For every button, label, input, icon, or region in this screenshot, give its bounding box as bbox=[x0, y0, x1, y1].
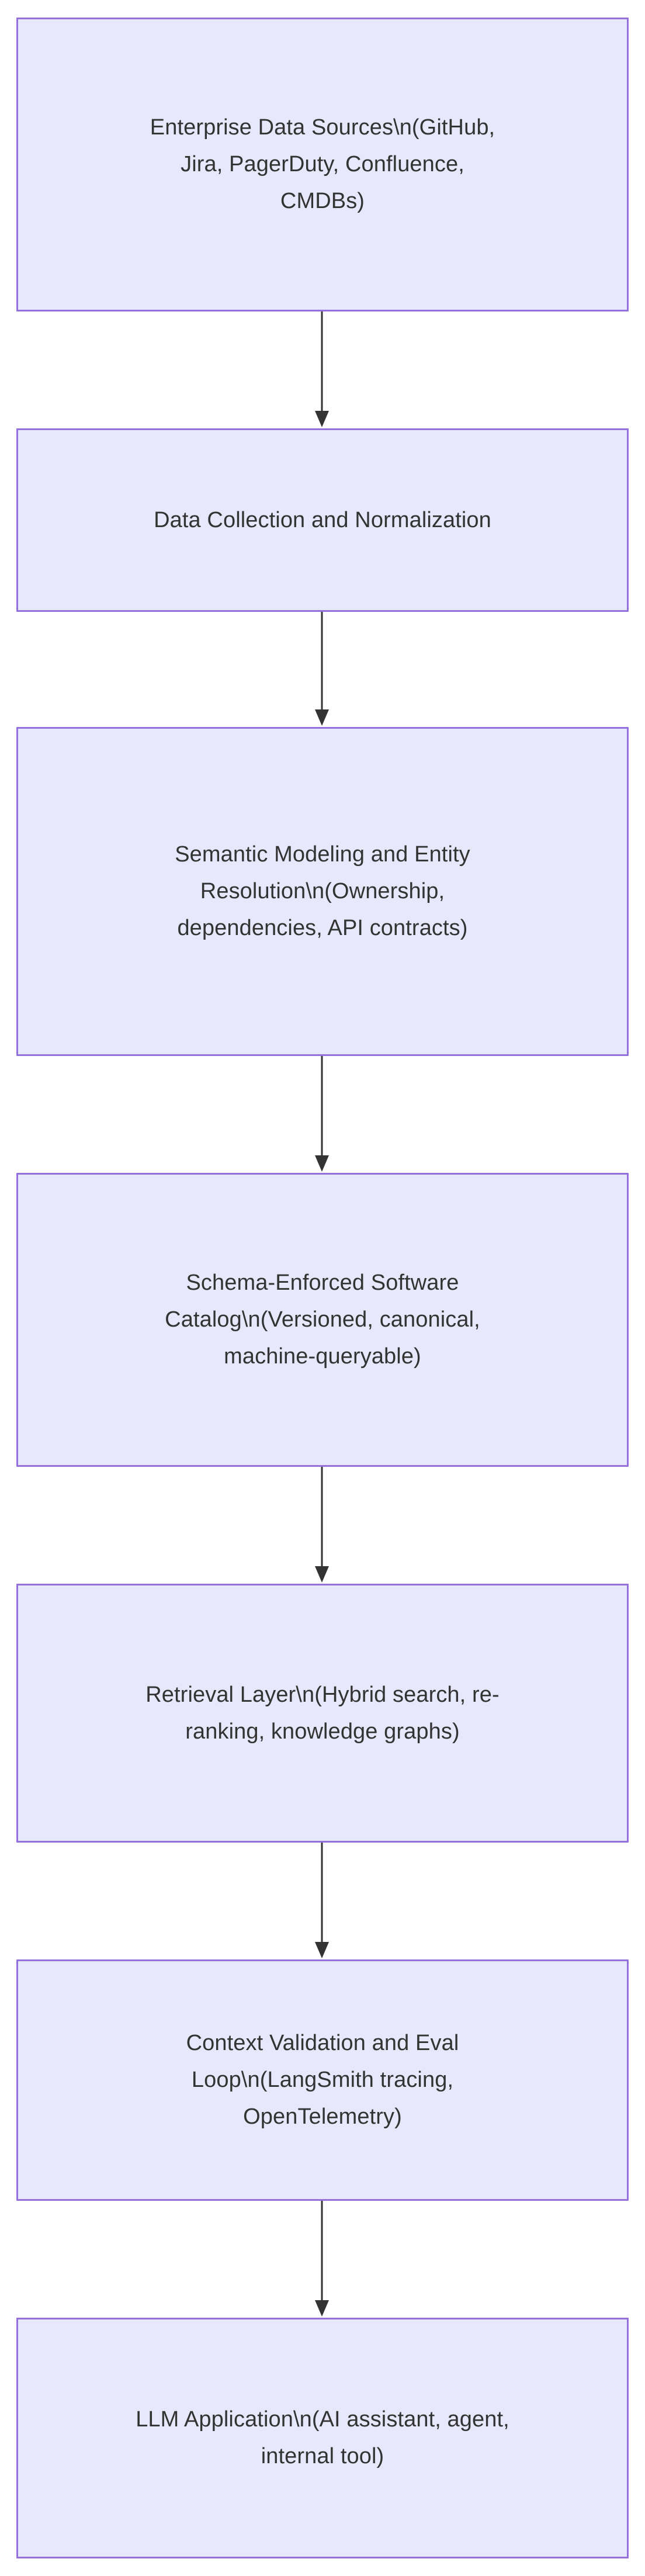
node-label: Enterprise Data Sources\n(GitHub, Jira, … bbox=[150, 115, 495, 213]
node-label: Schema-Enforced Software Catalog\n(Versi… bbox=[165, 1270, 480, 1369]
node-llm-application[interactable]: LLM Application\n(AI assistant, agent, i… bbox=[16, 2318, 629, 2558]
edge-n6-to-n7 bbox=[310, 2201, 334, 2318]
edge-n1-to-n2 bbox=[310, 311, 334, 428]
node-retrieval-layer[interactable]: Retrieval Layer\n(Hybrid search, re-rank… bbox=[16, 1584, 629, 1843]
node-data-collection-and-normalization[interactable]: Data Collection and Normalization bbox=[16, 428, 629, 612]
node-semantic-modeling-and-entity-resolution[interactable]: Semantic Modeling and Entity Resolution\… bbox=[16, 727, 629, 1056]
edge-n2-to-n3 bbox=[310, 612, 334, 727]
node-label: Retrieval Layer\n(Hybrid search, re-rank… bbox=[145, 1682, 500, 1744]
node-schema-enforced-software-catalog[interactable]: Schema-Enforced Software Catalog\n(Versi… bbox=[16, 1173, 629, 1467]
node-label: Context Validation and Eval Loop\n(LangS… bbox=[186, 2031, 459, 2129]
node-label: Semantic Modeling and Entity Resolution\… bbox=[175, 842, 470, 940]
node-label: LLM Application\n(AI assistant, agent, i… bbox=[136, 2407, 509, 2468]
edge-n3-to-n4 bbox=[310, 1056, 334, 1173]
edge-n5-to-n6 bbox=[310, 1843, 334, 1959]
edge-n4-to-n5 bbox=[310, 1467, 334, 1584]
node-label: Data Collection and Normalization bbox=[154, 507, 491, 532]
node-enterprise-data-sources[interactable]: Enterprise Data Sources\n(GitHub, Jira, … bbox=[16, 18, 629, 311]
node-context-validation-and-eval-loop[interactable]: Context Validation and Eval Loop\n(LangS… bbox=[16, 1959, 629, 2201]
